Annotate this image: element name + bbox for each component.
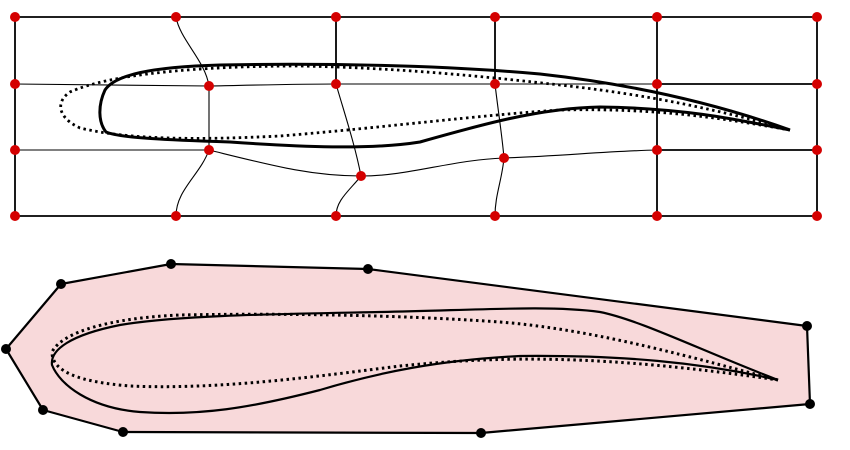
control-point	[10, 79, 20, 89]
control-point	[356, 171, 366, 181]
control-point	[652, 211, 662, 221]
control-point	[10, 12, 20, 22]
deformed-row-3	[15, 149, 658, 177]
control-point	[652, 145, 662, 155]
control-point	[490, 211, 500, 221]
control-point	[331, 12, 341, 22]
control-point	[812, 145, 822, 155]
control-point	[204, 145, 214, 155]
control-point	[171, 12, 181, 22]
control-point	[331, 211, 341, 221]
control-point	[331, 79, 341, 89]
deformed-col-1	[175, 16, 210, 217]
hull-point	[805, 399, 815, 409]
control-cage-hull	[4, 262, 812, 435]
cage-hull-panel	[1, 259, 815, 438]
control-point	[171, 211, 181, 221]
lattice-lines	[14, 16, 818, 217]
control-point	[490, 79, 500, 89]
original-airfoil-dotted	[59, 64, 791, 140]
ffd-lattice-panel	[10, 12, 822, 221]
hull-point	[1, 344, 11, 354]
control-point	[10, 211, 20, 221]
control-point	[499, 153, 509, 163]
control-point	[490, 12, 500, 22]
control-point	[812, 211, 822, 221]
hull-point	[802, 321, 812, 331]
hull-point	[56, 279, 66, 289]
deformed-col-3	[494, 83, 505, 217]
control-point	[812, 12, 822, 22]
lattice-control-points	[10, 12, 822, 221]
hull-point	[166, 259, 176, 269]
hull-point	[476, 428, 486, 438]
hull-control-points	[1, 259, 815, 438]
original-airfoil-dotted-lower	[50, 312, 779, 389]
hull-point	[38, 405, 48, 415]
deformed-airfoil-solid-lower	[50, 307, 779, 415]
hull-point	[118, 427, 128, 437]
deformed-airfoil-solid	[98, 62, 791, 149]
control-point	[652, 12, 662, 22]
control-point	[652, 79, 662, 89]
deformed-col-2	[335, 83, 362, 217]
control-point	[10, 145, 20, 155]
control-point	[812, 79, 822, 89]
hull-point	[363, 264, 373, 274]
control-point	[204, 81, 214, 91]
